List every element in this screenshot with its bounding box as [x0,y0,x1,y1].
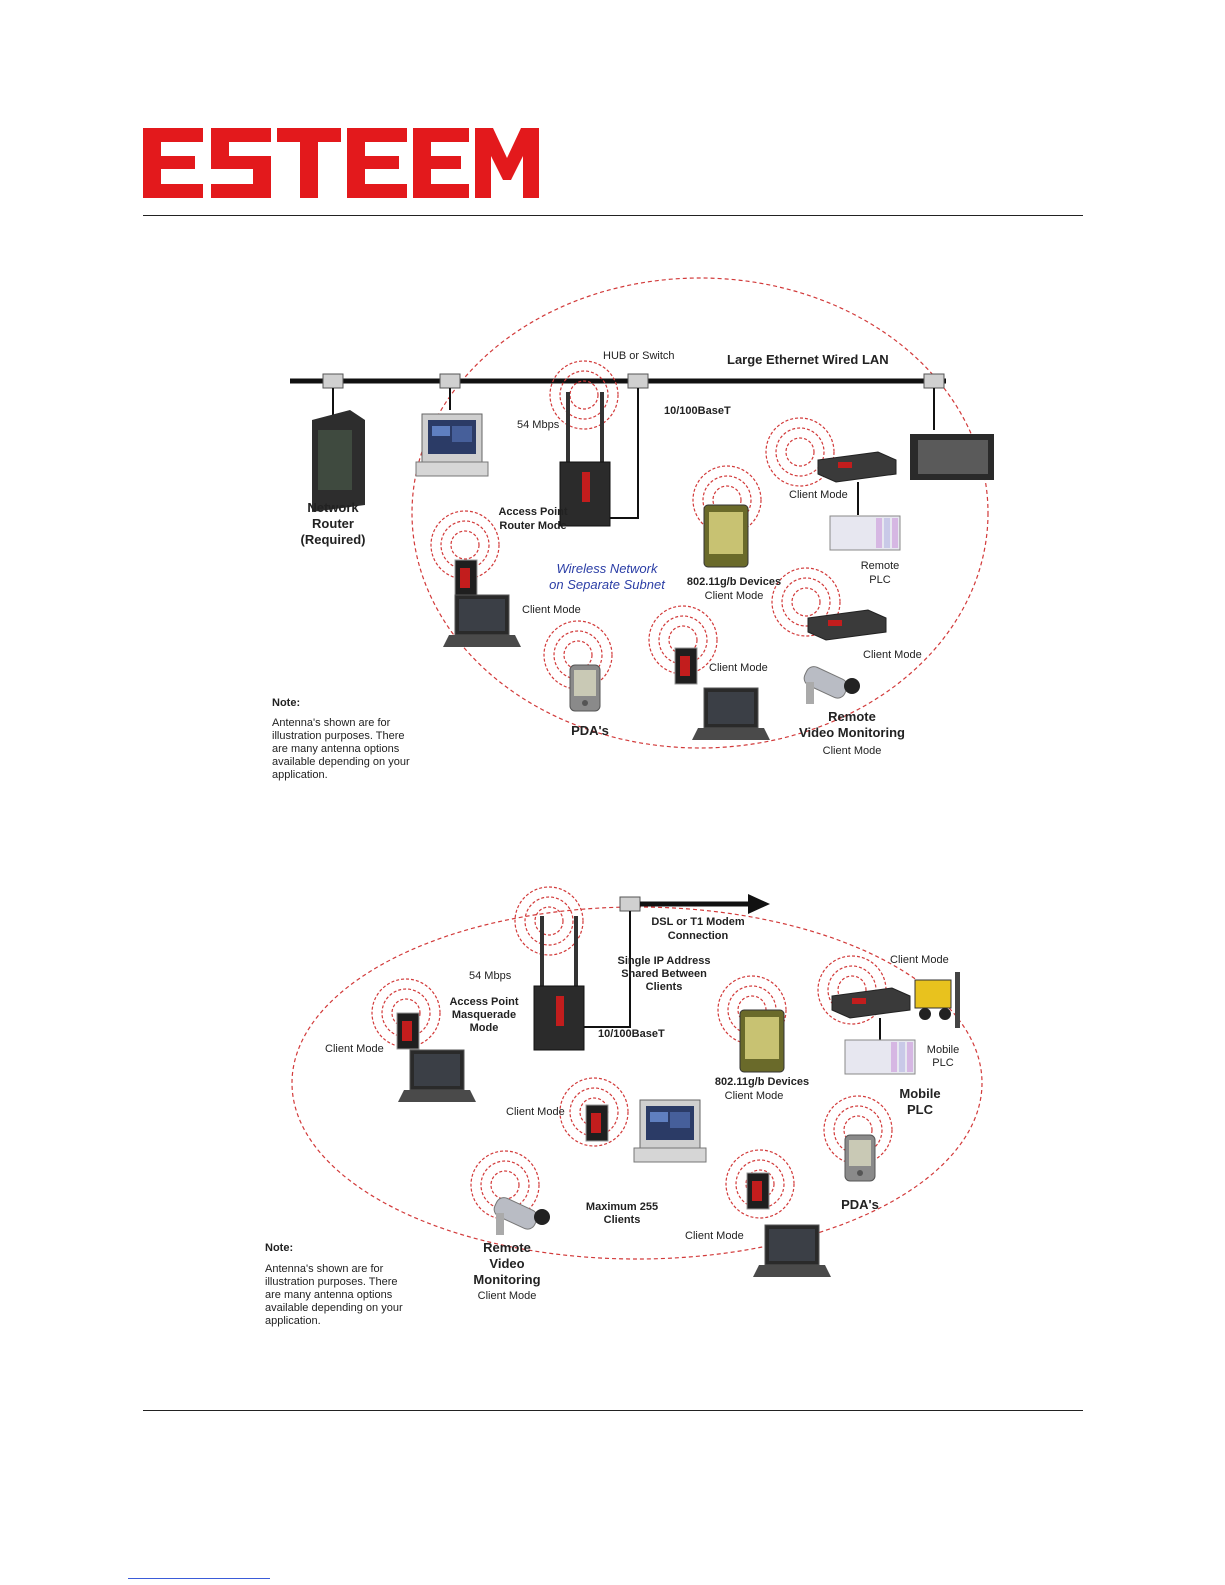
wireless-label-2: on Separate Subnet [549,577,666,592]
pdas-label: PDA's [571,723,609,738]
video2-label-3: Monitoring [473,1272,540,1287]
video2-label-1: Remote [483,1240,531,1255]
pc-card-icon-5 [746,1172,770,1210]
single-ip-label-3: Clients [646,981,683,993]
palm-pda-icon-2 [844,1134,876,1182]
client-mode-label-10: Client Mode [685,1230,744,1242]
desktop-icon [415,413,489,477]
client-radio-icon-3 [831,987,911,1019]
client-mode-label-2: Client Mode [705,590,764,602]
note-line-5: application. [272,769,328,781]
pda-device-icon-2 [739,1009,785,1073]
dsl-label-2: Connection [668,930,729,942]
mobile-plc-small-2: PLC [932,1057,953,1069]
mobile-plc-small-1: Mobile [927,1044,959,1056]
pda-device-icon [703,504,749,568]
server-rack-icon [910,434,994,480]
note2-line-3: are many antenna options [265,1289,393,1301]
single-ip-label-1: Single IP Address [618,955,711,967]
video-label-2: Video Monitoring [799,725,905,740]
base-label: 10/100BaseT [664,405,731,417]
client-mode-label-8: Client Mode [725,1090,784,1102]
note2-line-4: available depending on your [265,1302,403,1314]
access-point-icon-2 [533,915,585,1051]
note2-title: Note: [265,1242,293,1254]
pc-card-icon-2 [674,647,698,685]
client-mode-label-9: Client Mode [506,1106,565,1118]
video-label-1: Remote [828,709,876,724]
footer-link-underline [128,1578,270,1579]
note-line-3: are many antenna options [272,743,400,755]
mobile-plc-icon [844,1039,916,1075]
client-mode-label-1: Client Mode [789,489,848,501]
router-label-3: (Required) [301,532,366,547]
maximum-label-2: Clients [604,1214,641,1226]
client-mode-label-3: Client Mode [522,604,581,616]
ap2-label-1: Access Point [449,996,518,1008]
note-line-4: available depending on your [272,756,410,768]
client-radio-icon-2 [807,609,887,641]
ap-label-1: Access Point [498,506,567,518]
base-label-2: 10/100BaseT [598,1028,665,1040]
devices-label: 802.11g/b Devices [687,576,781,588]
ap2-label-2: Masquerade [452,1009,516,1021]
video2-label-4: Client Mode [478,1290,537,1302]
note2-line-5: application. [265,1315,321,1327]
pdas-label-2: PDA's [841,1197,879,1212]
mobile-plc-label-1: Mobile [899,1086,940,1101]
client-mode-label-4: Client Mode [863,649,922,661]
laptop-icon-2 [691,687,771,741]
ap2-label-3: Mode [470,1022,499,1034]
speed-label: 54 Mbps [517,419,560,431]
pc-card-icon [454,559,478,597]
note2-line-2: illustration purposes. There [265,1276,397,1288]
speed-label-2: 54 Mbps [469,970,512,982]
hub-label: HUB or Switch [603,350,675,362]
dsl-label-1: DSL or T1 Modem [651,916,745,928]
remote-plc-icon [829,515,901,551]
laptop-icon-4 [752,1224,832,1278]
diagram-router-mode: HUB or Switch Large Ethernet Wired LAN 5… [272,277,994,781]
remote-plc-label-1: Remote [861,560,900,572]
laptop-icon-3 [397,1049,477,1103]
video2-label-2: Video [489,1256,524,1271]
network-router-icon [312,410,365,512]
mobile-plc-label-2: PLC [907,1102,934,1117]
note-line-2: illustration purposes. There [272,730,404,742]
camera-icon-2 [491,1194,551,1236]
remote-plc-label-2: PLC [869,574,890,586]
note2-line-1: Antenna's shown are for [265,1263,384,1275]
client-mode-label-5: Client Mode [709,662,768,674]
lan-label: Large Ethernet Wired LAN [727,352,889,367]
diagram-masquerade-mode: DSL or T1 Modem Connection Single IP Add… [265,886,983,1327]
camera-icon [801,663,861,705]
header-rule [143,215,1083,216]
ap-label-2: Router Mode [499,520,566,532]
desktop-icon-2 [633,1099,707,1163]
esteem-logo [143,128,539,198]
client-radio-icon [817,451,897,483]
footer-rule [143,1410,1083,1411]
note-title-1: Note: [272,697,300,709]
forklift-icon [914,972,960,1028]
devices-label-2: 802.11g/b Devices [715,1076,809,1088]
client-mode-label-7: Client Mode [325,1043,384,1055]
router-label-2: Router [312,516,354,531]
laptop-icon [442,594,522,648]
wireless-label-1: Wireless Network [556,561,659,576]
router-label-1: Network [307,500,359,515]
palm-pda-icon [569,664,601,712]
note-line-1: Antenna's shown are for [272,717,391,729]
pc-card-icon-3 [396,1012,420,1050]
maximum-label-1: Maximum 255 [586,1201,658,1213]
pc-card-icon-4 [585,1104,609,1142]
client-mode-label-6: Client Mode [890,954,949,966]
video-label-3: Client Mode [823,745,882,757]
single-ip-label-2: Shared Between [621,968,707,980]
